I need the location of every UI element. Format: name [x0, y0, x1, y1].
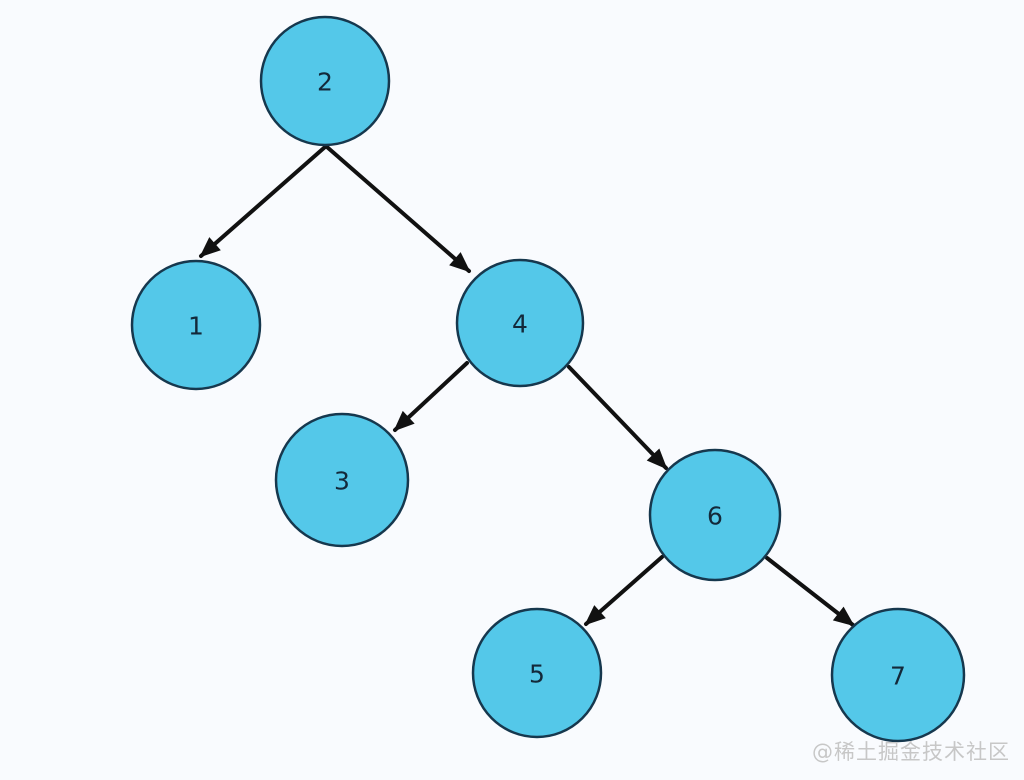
tree-node-circle-7 — [830, 607, 966, 743]
tree-node-label-3: 3 — [334, 467, 350, 496]
tree-node-label-5: 5 — [529, 660, 545, 689]
tree-node-3: 3 — [274, 412, 410, 548]
tree-node-label-1: 1 — [188, 312, 204, 341]
edge-4-to-3 — [393, 361, 469, 432]
tree-node-label-4: 4 — [512, 310, 528, 339]
tree-node-label-6: 6 — [707, 502, 723, 531]
tree-node-label-7: 7 — [890, 662, 906, 691]
tree-node-circle-5 — [471, 607, 603, 739]
tree-node-circle-4 — [455, 258, 585, 388]
tree-node-circle-1 — [130, 259, 262, 391]
edge-2-to-4 — [325, 145, 471, 273]
nodes-layer: 2 1 4 3 6 5 7 — [130, 15, 966, 743]
watermark: @稀土掘金技术社区 — [812, 740, 1010, 764]
edge-4-to-6 — [567, 365, 668, 470]
edge-2-to-1 — [199, 145, 327, 258]
edge-6-to-5 — [584, 555, 664, 626]
tree-node-4: 4 — [455, 258, 585, 388]
edge-6-to-7 — [765, 556, 855, 627]
tree-node-circle-3 — [274, 412, 410, 548]
tree-node-circle-2 — [259, 15, 391, 147]
tree-node-2: 2 — [259, 15, 391, 147]
tree-node-5: 5 — [471, 607, 603, 739]
edges-layer — [199, 145, 855, 627]
tree-node-7: 7 — [830, 607, 966, 743]
tree-node-label-2: 2 — [317, 68, 333, 97]
tree-node-circle-6 — [648, 448, 782, 582]
tree-node-1: 1 — [130, 259, 262, 391]
tree-node-6: 6 — [648, 448, 782, 582]
